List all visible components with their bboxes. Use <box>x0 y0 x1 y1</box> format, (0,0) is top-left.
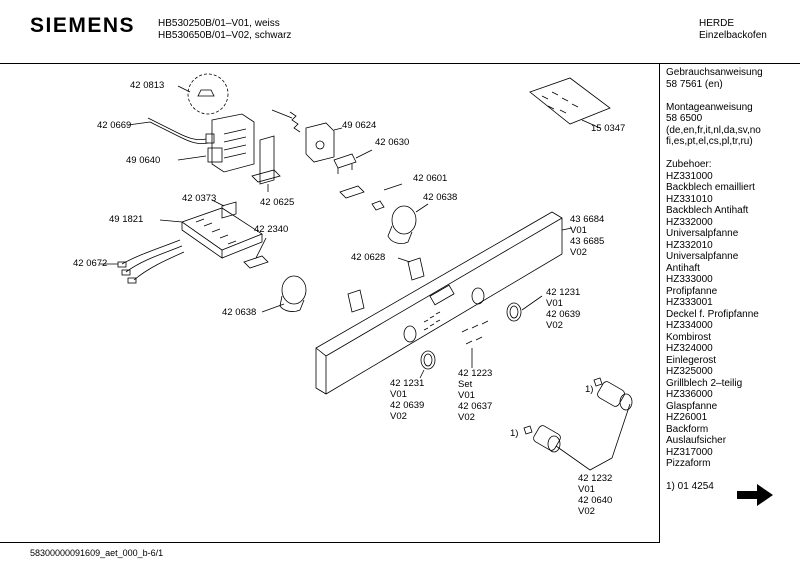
part-label: 42 0601 <box>413 173 448 184</box>
part-label: 42 2340 <box>254 224 289 235</box>
part-label: 42 0630 <box>375 137 410 148</box>
category: HERDE Einzelbackofen <box>699 18 767 42</box>
rotary-switch-part <box>347 257 425 313</box>
part-label: 1) <box>510 428 519 439</box>
relay-board-part <box>159 207 263 259</box>
clip-bracket-part <box>211 199 237 219</box>
accessory-list: Gebrauchsanweisung 58 7561 (en) Montagea… <box>666 67 763 493</box>
accessories-block: Zubehoer: HZ331000 Backblech emailliert … <box>666 159 759 469</box>
screw-set-part <box>461 320 489 368</box>
part-label: 49 0640 <box>126 155 161 166</box>
category-line: Einzelbackofen <box>699 30 767 41</box>
part-label: 49 0624 <box>342 120 377 131</box>
brand-logo: SIEMENS <box>30 14 136 37</box>
knob-socket-part <box>387 203 429 244</box>
part-label: 42 0813 <box>130 80 165 91</box>
ring-part <box>419 295 543 379</box>
part-label: 42 0638 <box>423 192 458 203</box>
bracket-part <box>251 135 281 192</box>
document-id: 58300000091609_aet_000_b-6/1 <box>30 548 164 558</box>
timer-module-part <box>177 113 255 173</box>
part-label: 1) <box>585 384 594 395</box>
next-page-arrow-icon[interactable] <box>735 482 775 508</box>
manual-block: Gebrauchsanweisung 58 7561 (en) <box>666 67 763 90</box>
knob-socket-lower-part <box>261 275 307 313</box>
installation-block: Montageanweisung 58 6500 (de,en,fr,it,nl… <box>666 101 761 148</box>
part-label: 42 0373 <box>182 193 217 204</box>
cable-harness-part <box>100 239 185 284</box>
model-line: HB530250B/01–V01, weiss <box>158 18 280 29</box>
part-label: 42 1232 V01 42 0640 V02 <box>578 473 613 517</box>
screw-bag-part <box>529 77 611 129</box>
model-line: HB530650B/01–V02, schwarz <box>158 30 292 41</box>
part-label: 42 0625 <box>260 197 295 208</box>
frame-bottom-line <box>0 542 660 543</box>
switch-lower-part <box>339 183 403 211</box>
model-list: HB530250B/01–V01, weiss HB530650B/01–V02… <box>158 18 291 42</box>
part-label: 43 6684 V01 43 6685 V02 <box>570 214 605 258</box>
part-label: 42 0638 <box>222 307 257 318</box>
knob-part <box>523 377 633 471</box>
control-panel-part <box>315 211 573 395</box>
part-label: 42 1231 V01 42 0639 V02 <box>390 378 425 422</box>
switch-part <box>271 109 343 163</box>
part-label: 42 1223 Set V01 42 0637 V02 <box>458 368 493 423</box>
part-label: 42 1231 V01 42 0639 V02 <box>546 287 581 331</box>
category-line: HERDE <box>699 18 735 29</box>
part-label: 42 0628 <box>351 252 386 263</box>
part-label: 15 0347 <box>591 123 626 134</box>
small-switch-part <box>333 149 373 174</box>
part-label: 42 0669 <box>97 120 132 131</box>
footnote-block: 1) 01 4254 <box>666 481 714 492</box>
frame-divider-line <box>659 63 660 543</box>
part-label: 42 0672 <box>73 258 108 269</box>
part-label: 49 1821 <box>109 214 144 225</box>
clip-part <box>177 73 229 115</box>
cable-part <box>127 117 215 145</box>
holder-part <box>243 237 269 269</box>
frame-top-line <box>0 63 800 64</box>
